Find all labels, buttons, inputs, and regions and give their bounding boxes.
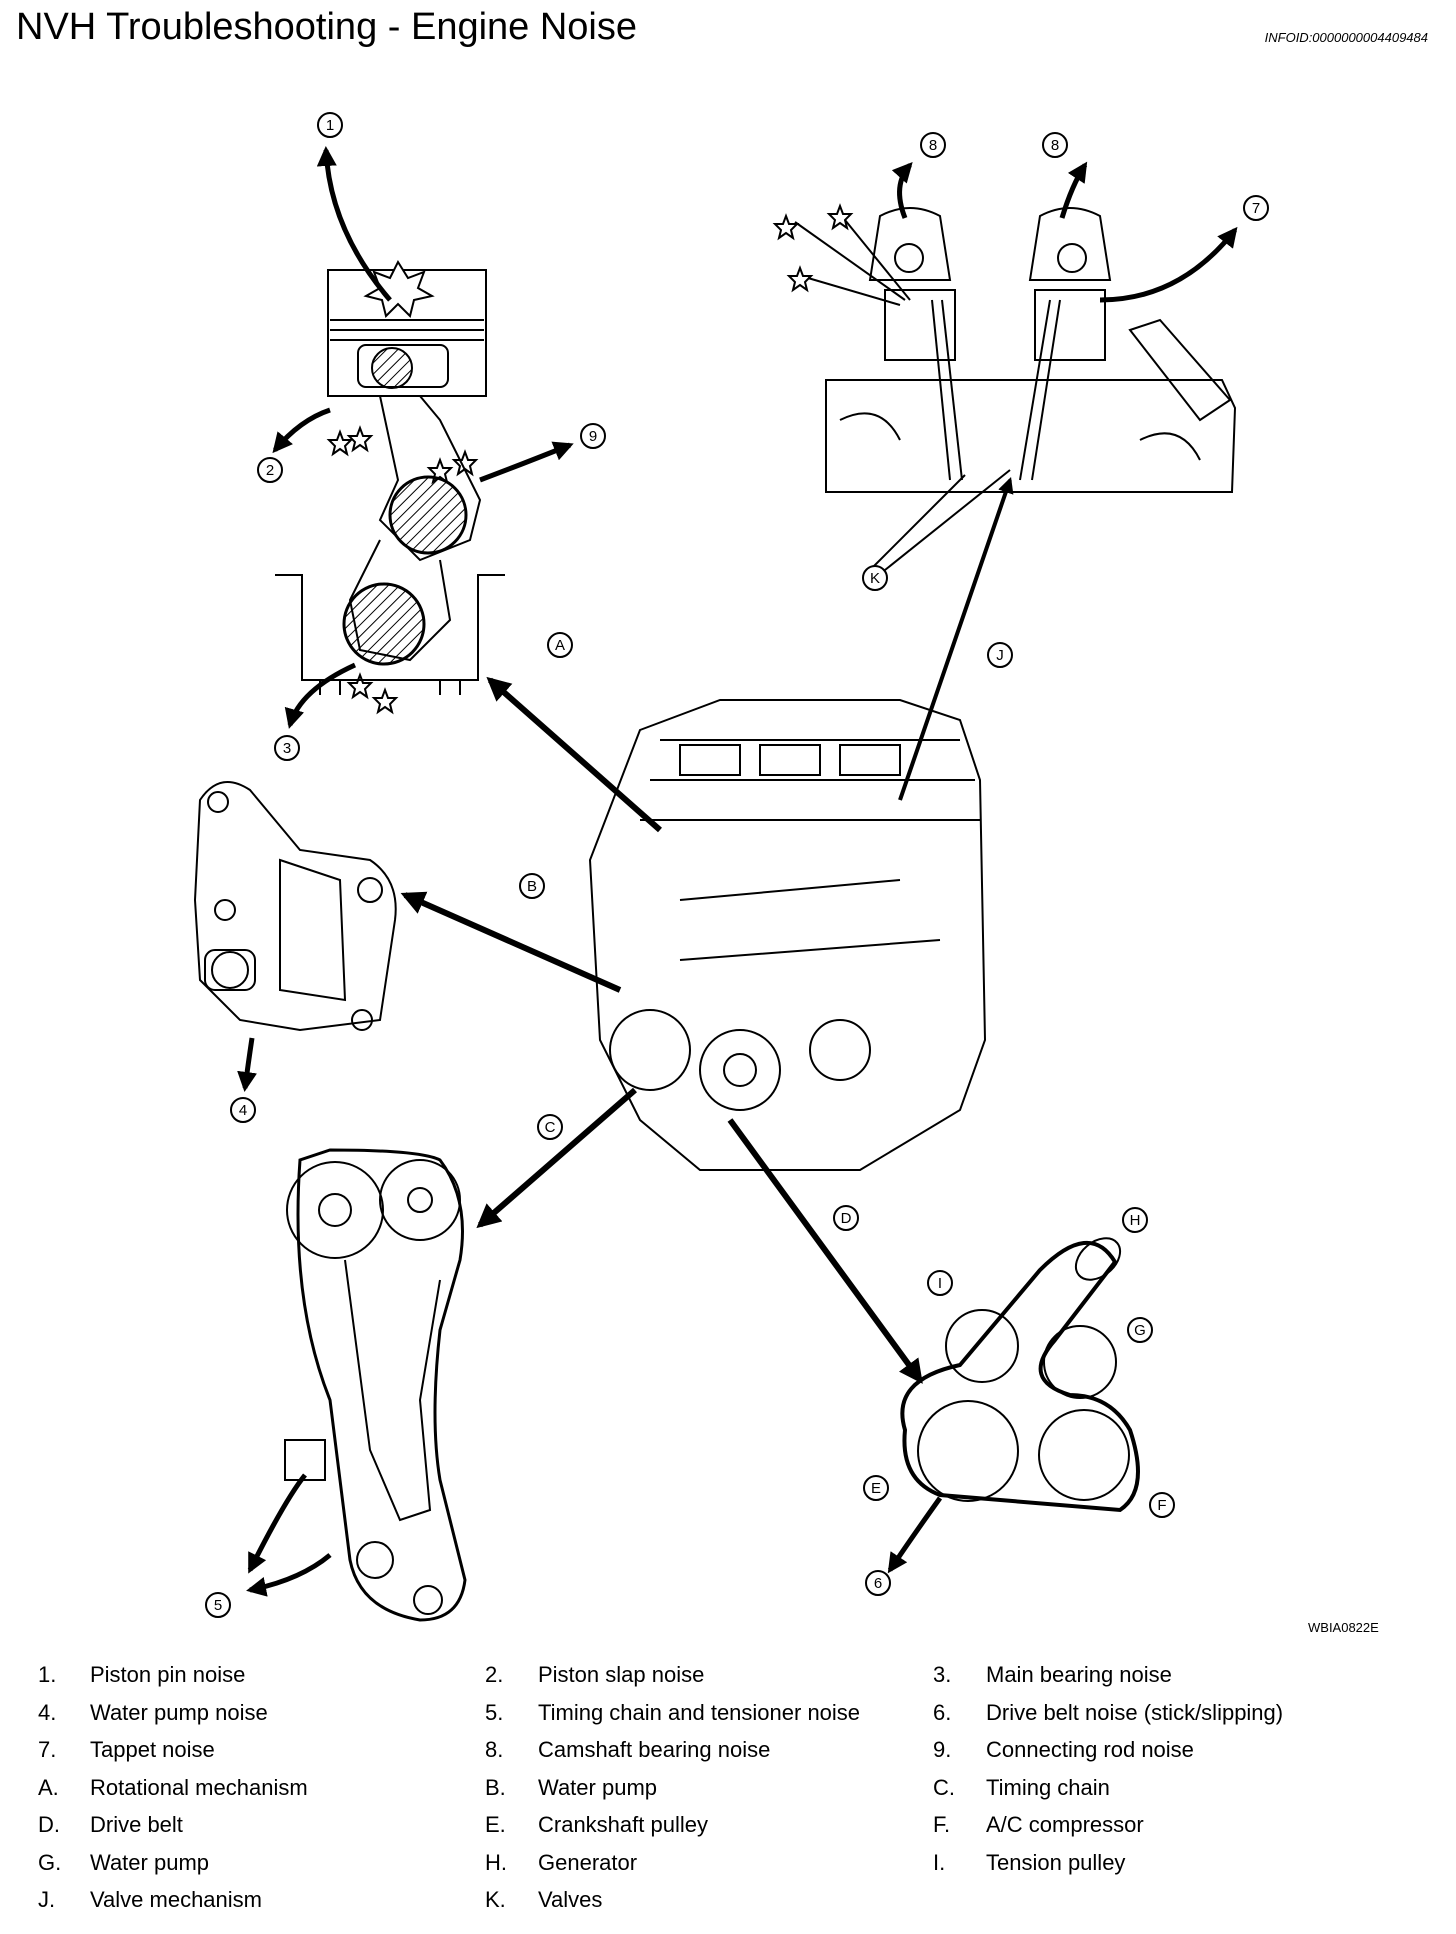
svg-text:J: J [996,647,1004,664]
callout-8a: 8 [920,132,946,158]
info-id: INFOID:0000000004409484 [1264,30,1428,45]
svg-text:F: F [1157,1497,1166,1514]
callout-6: 6 [865,1570,891,1596]
svg-text:A: A [555,637,565,654]
callout-7: 7 [1243,195,1269,221]
callout-H: H [1122,1207,1148,1233]
timing-chain [284,1148,467,1622]
svg-text:C: C [545,1119,556,1136]
callout-9: 9 [580,423,606,449]
callout-A: A [547,632,573,658]
water-pump [193,781,397,1032]
svg-text:5: 5 [214,1597,222,1614]
callout-E: E [863,1475,889,1501]
cylinder-head-section [772,203,1237,493]
svg-text:G: G [1134,1322,1146,1339]
callout-I: I [927,1270,953,1296]
svg-text:B: B [527,878,537,895]
svg-text:K: K [870,570,880,587]
engine-noise-diagram: 1 2 3 4 5 6 7 8 8 9 A B C D E F G H I J … [193,112,1269,1622]
svg-text:6: 6 [874,1575,882,1592]
callout-J: J [987,642,1013,668]
callout-C: C [537,1114,563,1140]
svg-text:E: E [871,1480,881,1497]
callout-K: K [862,565,888,591]
svg-text:3: 3 [283,740,291,757]
callout-F: F [1149,1492,1175,1518]
svg-text:I: I [938,1275,942,1292]
callout-3: 3 [274,735,300,761]
callout-B: B [519,873,545,899]
engine-block [588,699,987,1171]
noise-arrows [237,146,1238,1597]
callout-D: D [833,1205,859,1231]
callout-labels: 1 2 3 4 5 6 7 8 8 9 A B C D E F G H I J … [205,112,1269,1618]
callout-G: G [1127,1317,1153,1343]
svg-text:8: 8 [929,137,937,154]
svg-text:H: H [1130,1212,1141,1229]
callout-5: 5 [205,1592,231,1618]
svg-text:9: 9 [589,428,597,445]
svg-text:4: 4 [239,1102,247,1119]
piston-assembly [275,259,505,715]
drive-belt-system [900,1237,1140,1513]
figure-code: WBIA0822E [1308,1620,1379,1635]
svg-text:2: 2 [266,462,274,479]
callout-1: 1 [317,112,343,138]
page-title: NVH Troubleshooting - Engine Noise [16,6,638,48]
svg-text:7: 7 [1252,200,1260,217]
svg-text:8: 8 [1051,137,1059,154]
svg-text:1: 1 [326,117,334,134]
callout-4: 4 [230,1097,256,1123]
callout-8b: 8 [1042,132,1068,158]
callout-2: 2 [257,457,283,483]
svg-text:D: D [841,1210,852,1227]
